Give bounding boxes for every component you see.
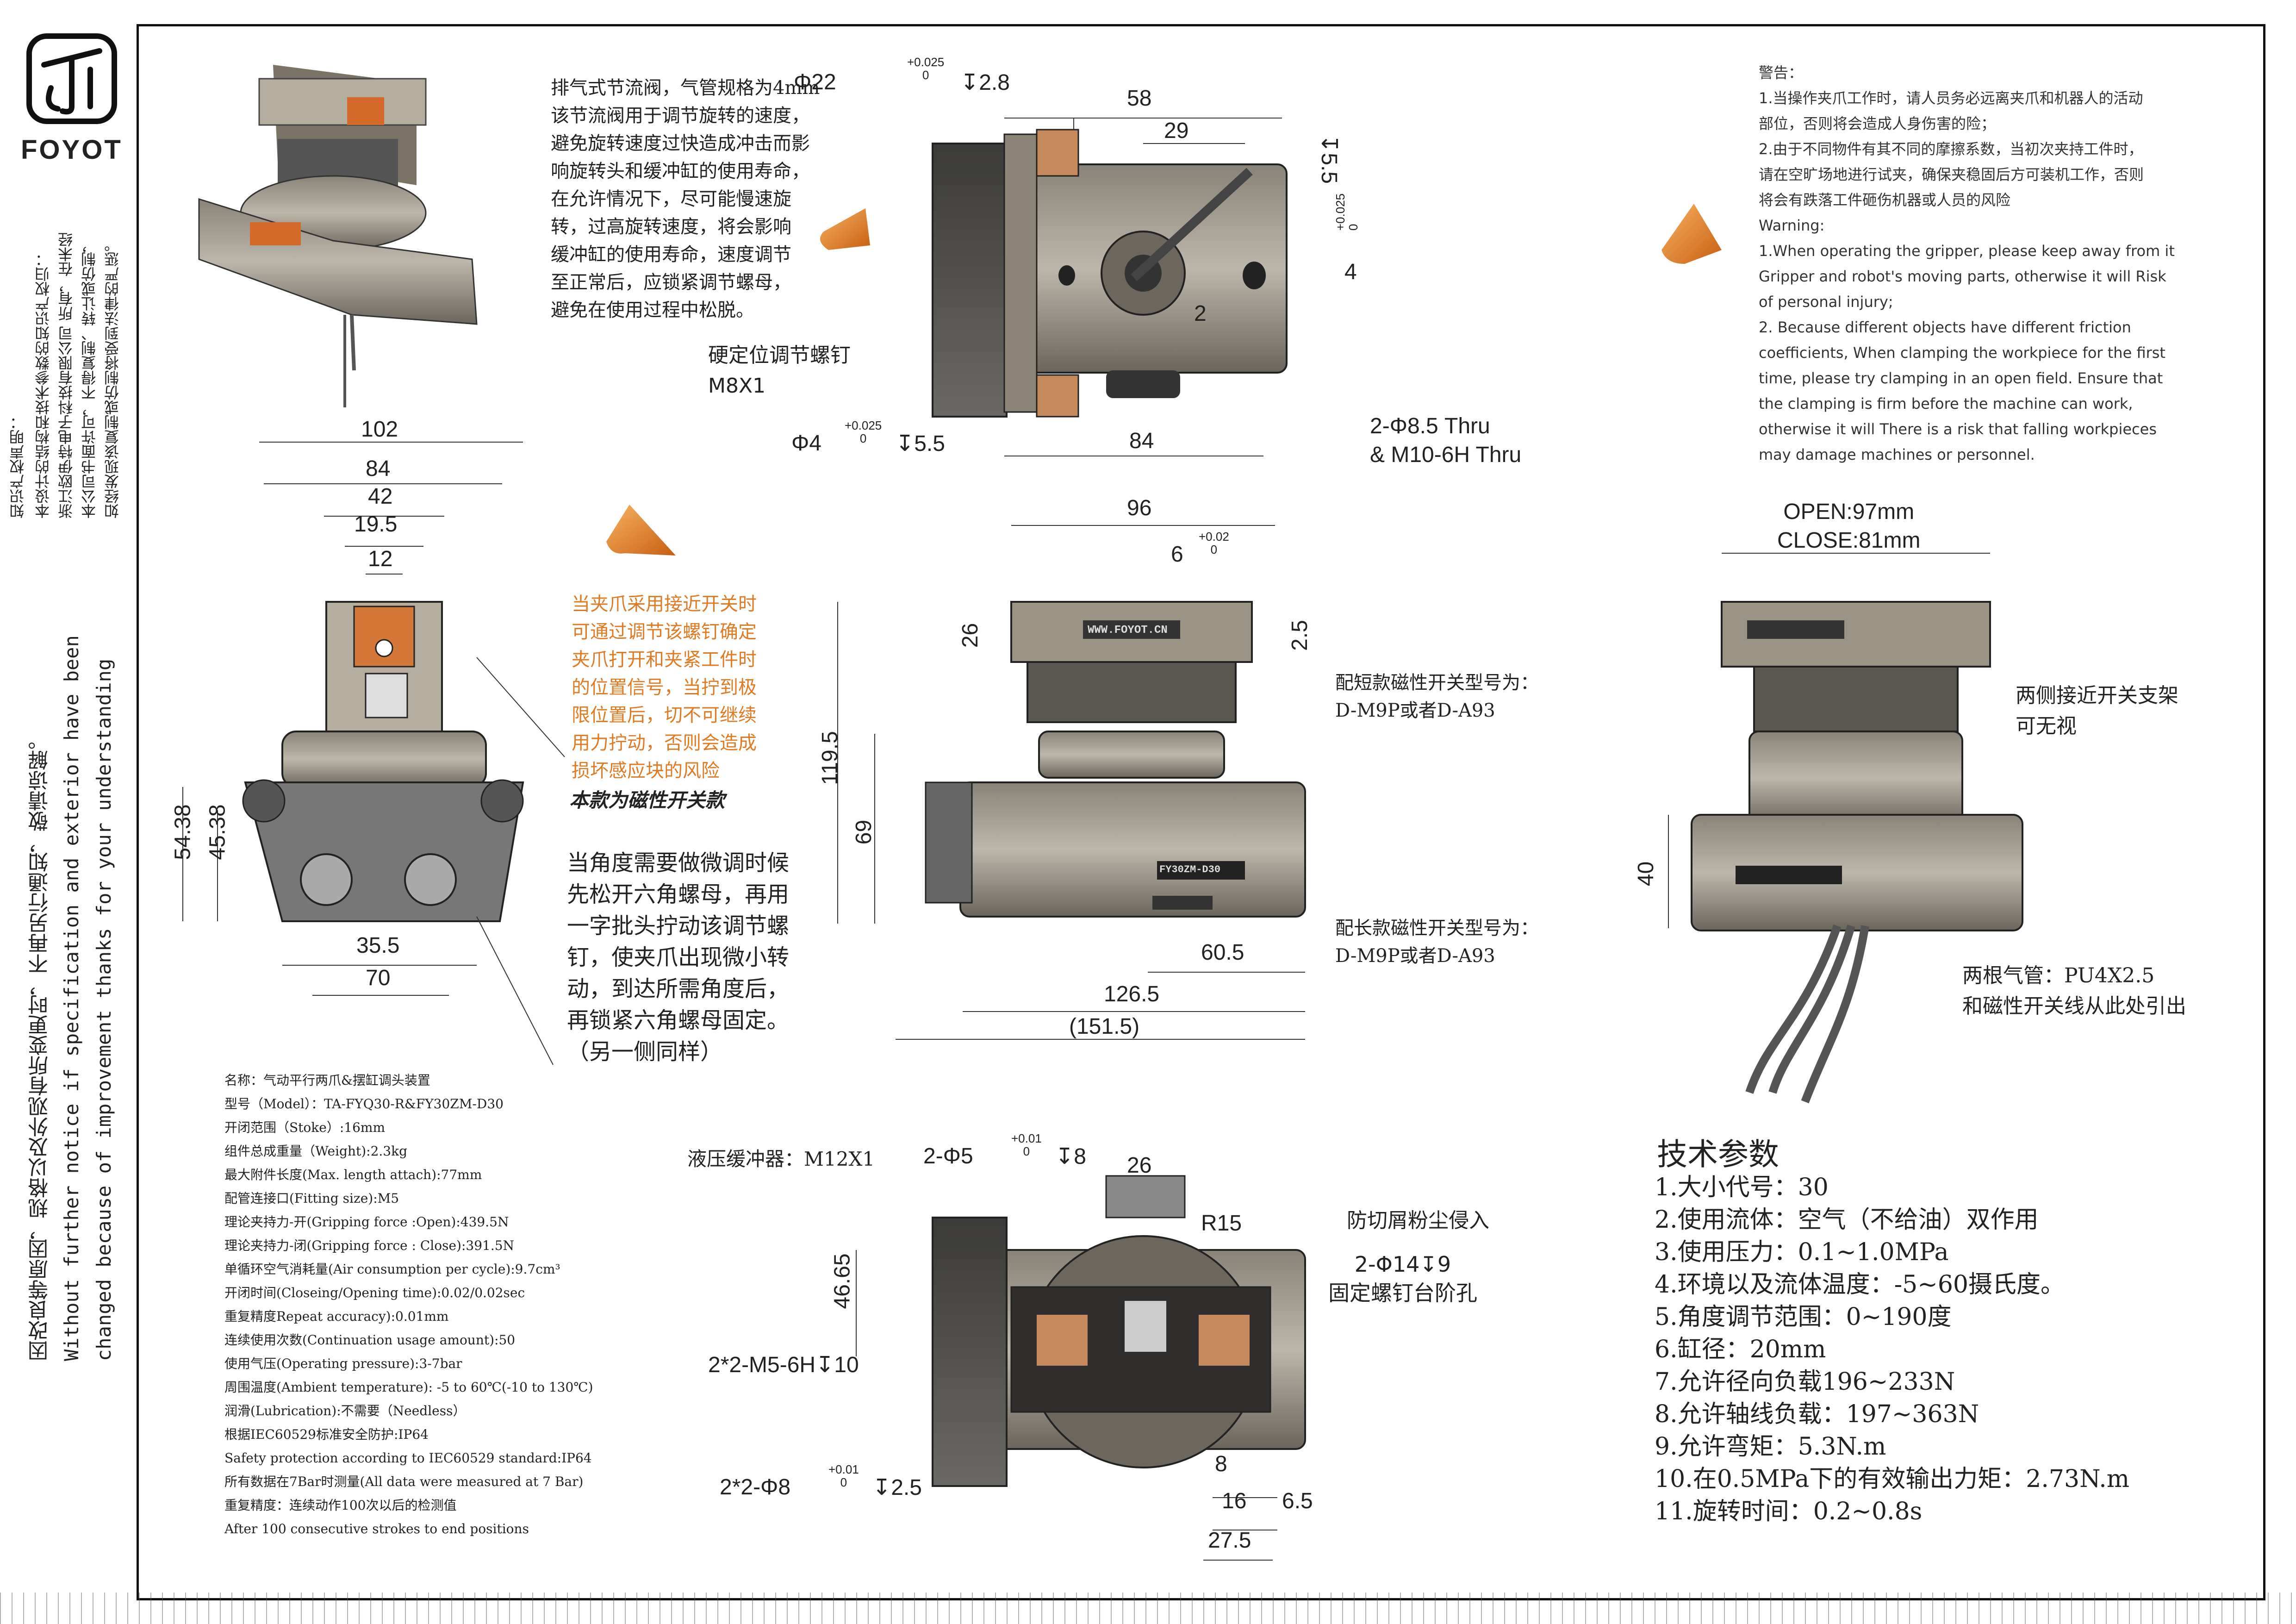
thru-note: 2-Φ8.5 Thru & M10-6H Thru xyxy=(1370,414,1522,467)
warning-triangle-icon xyxy=(606,204,1722,556)
dim-2: 2 xyxy=(1194,301,1207,326)
dim-d4-depth: ↧5.5 xyxy=(896,431,945,456)
dim-84-top: 84 xyxy=(1129,429,1154,453)
dim-4: 4 xyxy=(1344,260,1357,284)
dim-tol-e: +0.01 0 xyxy=(1011,1131,1042,1158)
dim-tol-b: +0.025 0 xyxy=(1333,193,1361,231)
dim-42: 42 xyxy=(368,484,393,509)
dim-126-5: 126.5 xyxy=(1104,982,1160,1006)
dim-70: 70 xyxy=(366,966,391,990)
dim-69: 69 xyxy=(852,819,877,845)
dim-27-5: 27.5 xyxy=(1208,1528,1251,1553)
dim-19-5: 19.5 xyxy=(354,512,398,537)
view-front-left xyxy=(242,601,524,922)
dim-6-5: 6.5 xyxy=(1282,1489,1313,1513)
hard-stop-note: 硬定位调节螺钉 M8X1 xyxy=(708,344,851,398)
air-tubes-note: 两根气管：PU4X2.5 和磁性开关线从此处引出 xyxy=(1962,964,2186,1018)
view-bottom xyxy=(932,1175,1306,1487)
dimension-lines xyxy=(182,118,1990,1561)
dim-d22: Φ22 xyxy=(794,70,836,94)
hydraulic-note: 液压缓冲器：M12X1 xyxy=(687,1148,875,1170)
view-front-center xyxy=(925,601,1306,918)
dust-note: 防切屑粉尘侵入 xyxy=(1347,1209,1489,1232)
tech-title: 技术参数 xyxy=(1657,1137,1779,1172)
open-close-note: OPEN:97mm CLOSE:81mm xyxy=(1777,500,1921,553)
dim-d22-depth: ↧2.8 xyxy=(960,70,1010,95)
dim-54-38: 54.38 xyxy=(170,804,195,860)
top-plate-label: WWW.FOYOT.CN xyxy=(1088,624,1168,637)
dim-26b: 26 xyxy=(1127,1153,1152,1178)
dim-8: 8 xyxy=(1215,1452,1227,1476)
dim-m5: 2*2-M5-6H↧10 xyxy=(708,1353,859,1377)
dim-16: 16 xyxy=(1222,1489,1247,1513)
side-bracket-note: 两侧接近开关支架 可无视 xyxy=(2016,684,2178,738)
dim-151-5: (151.5) xyxy=(1069,1014,1140,1039)
dim-d5-depth: ↧8 xyxy=(1055,1144,1086,1169)
dim-102: 102 xyxy=(361,417,398,442)
tech-list: 1.大小代号：30 2.使用流体：空气（不给油）双作用 3.使用压力：0.1~1… xyxy=(1655,1174,2130,1525)
view-top xyxy=(932,129,1288,418)
dim-26: 26 xyxy=(958,623,983,648)
dim-12: 12 xyxy=(368,547,393,571)
dim-d5: 2-Φ5 xyxy=(923,1144,973,1168)
dim-tol-a: +0.025 0 xyxy=(907,55,945,82)
dim-60-5: 60.5 xyxy=(1201,940,1244,965)
magnetic-note: 本款为磁性开关款 xyxy=(569,789,725,812)
proximity-note: 当夹爪采用接近开关时 可通过调节该螺钉确定 夹爪打开和夹紧工件时 的位置信号，当… xyxy=(572,593,757,781)
counterbore-note: 2-Φ14↧9 固定螺钉台阶孔 xyxy=(1328,1252,1477,1305)
dim-d8-depth: ↧2.5 xyxy=(872,1475,922,1500)
dim-tol-c: +0.025 0 xyxy=(845,418,882,445)
dim-2-5: 2.5 xyxy=(1287,620,1312,651)
foyot-logo-icon xyxy=(26,33,117,124)
dim-119-5: 119.5 xyxy=(817,731,842,785)
long-switch-note: 配长款磁性开关型号为： D-M9P或者D-A93 xyxy=(1335,918,1539,967)
dim-r15: R15 xyxy=(1201,1211,1242,1236)
dim-84: 84 xyxy=(366,456,391,481)
dim-46-65: 46.65 xyxy=(830,1253,855,1309)
dim-58: 58 xyxy=(1127,86,1152,111)
dim-35-5: 35.5 xyxy=(356,933,400,958)
dim-5-5: ↧5.5 xyxy=(1317,134,1341,184)
dim-tol-d: +0.02 0 xyxy=(1199,530,1229,556)
bottom-ruler xyxy=(0,1593,2296,1624)
warning-text: 警告： 1.当操作夹爪工作时，请人员务必远离夹爪和机器人的活动 部位，否则将会造… xyxy=(1759,64,2175,463)
dim-6: 6 xyxy=(1171,542,1183,567)
dim-96: 96 xyxy=(1127,496,1152,520)
view-right xyxy=(1691,601,2023,1104)
spec-list: 名称：气动平行两爪&摆缸调头装置 型号（Model）：TA-FYQ30-R&FY… xyxy=(224,1073,593,1537)
dim-29: 29 xyxy=(1164,119,1189,143)
dim-d8: 2*2-Φ8 xyxy=(720,1475,791,1499)
dim-45-38: 45.38 xyxy=(205,804,230,860)
side-plate-label: FY30ZM-D30 xyxy=(1159,864,1221,875)
dim-d4: Φ4 xyxy=(791,431,821,456)
iso-render xyxy=(198,65,478,407)
dim-40: 40 xyxy=(1634,861,1659,887)
brand-name: FOYOT xyxy=(21,135,123,165)
exhaust-note: 排气式节流阀，气管规格为4mm 该节流阀用于调节旋转的速度， 避免旋转速度过快造… xyxy=(551,77,820,321)
drawing-frame xyxy=(137,24,2265,1600)
dim-tol-f: +0.01 0 xyxy=(828,1462,859,1489)
angle-note: 当角度需要做微调时候 先松开六角螺母，再用 一字批头拧动该调节螺 钉，使夹爪出现… xyxy=(567,850,790,1065)
short-switch-note: 配短款磁性开关型号为： D-M9P或者D-A93 xyxy=(1335,672,1539,721)
